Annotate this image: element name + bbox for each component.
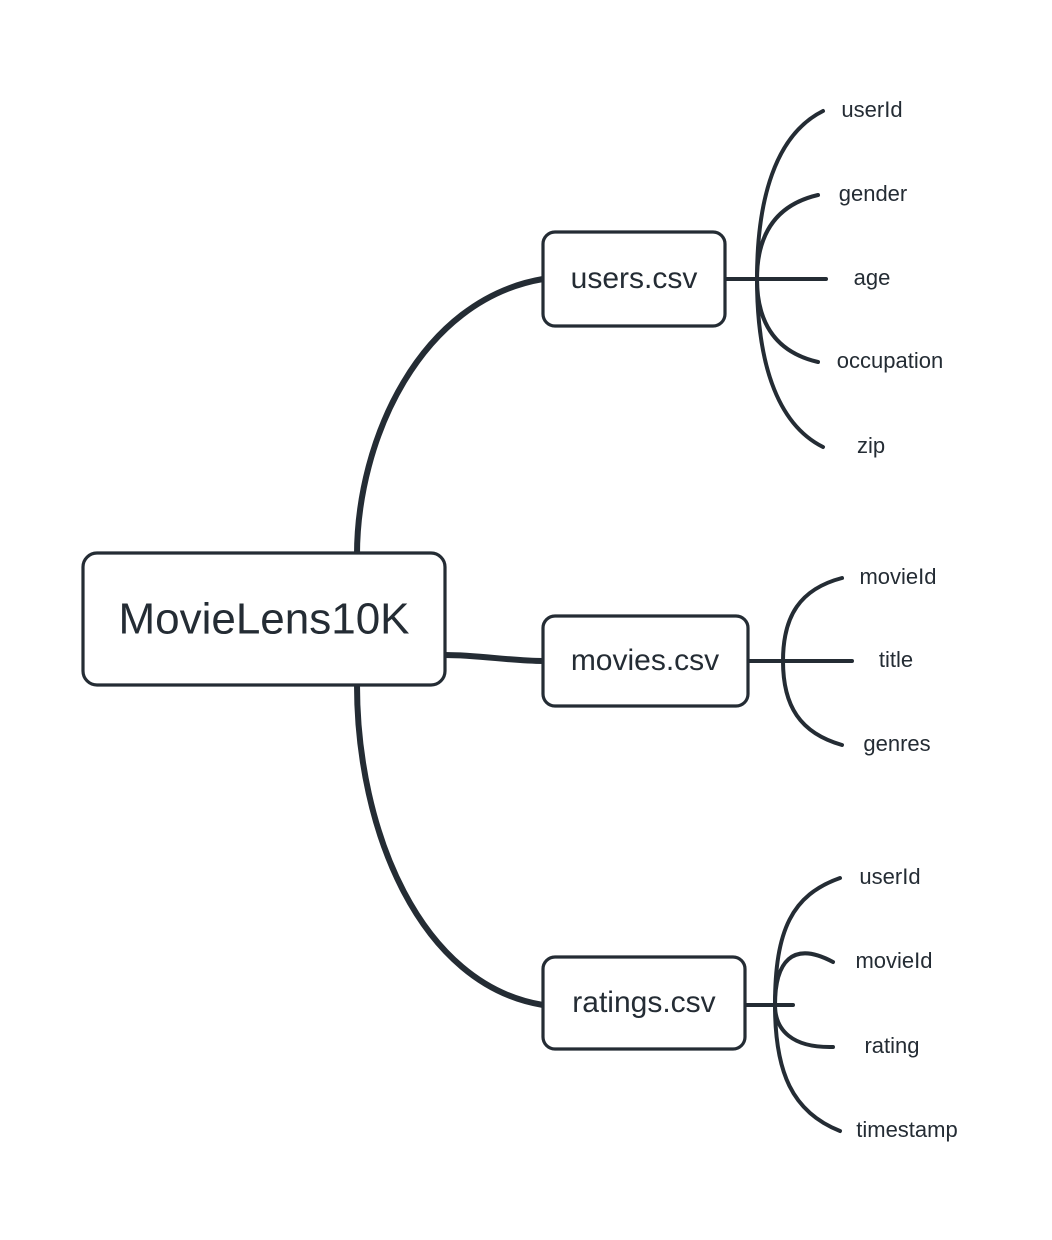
edge-root-to-ratings [354, 682, 546, 1008]
root-node-label: MovieLens10K [118, 595, 409, 644]
edge-movies-to-genres [781, 659, 844, 747]
leaf-label-movies-genres: genres [863, 731, 930, 756]
edge-users-to-userId [755, 109, 825, 281]
leaf-label-users-userId: userId [841, 97, 902, 122]
root-node-box[interactable] [81, 551, 447, 687]
leaf-label-ratings-movieId: movieId [855, 948, 932, 973]
branch-ratings-leaf-labels: userId movieId rating timestamp [855, 864, 957, 1142]
edge-users-to-gender [755, 193, 820, 281]
node-movies-csv[interactable]: movies.csv [541, 614, 750, 708]
edge-root-to-movies [442, 652, 546, 664]
node-users-csv[interactable]: users.csv [541, 230, 727, 328]
branch-users-edges [723, 109, 828, 449]
edge-ratings-to-userId [773, 876, 842, 1007]
node-root[interactable]: MovieLens10K [81, 551, 447, 687]
leaf-label-ratings-rating: rating [864, 1033, 919, 1058]
leaf-label-users-zip: zip [857, 433, 885, 458]
branch-ratings-edges [743, 876, 842, 1133]
users-node-label: users.csv [571, 262, 698, 295]
edge-ratings-to-rating [773, 1003, 835, 1050]
branch-movies-leaf-labels: movieId title genres [859, 564, 936, 756]
edge-users-to-zip [755, 277, 825, 449]
branch-users-leaf-labels: userId gender age occupation zip [837, 97, 943, 458]
branch-movies-edges [746, 576, 854, 747]
ratings-node-box[interactable] [541, 955, 747, 1051]
movies-node-box[interactable] [541, 614, 750, 708]
users-node-box[interactable] [541, 230, 727, 328]
leaf-label-users-age: age [854, 265, 891, 290]
leaf-label-ratings-userId: userId [859, 864, 920, 889]
edge-ratings-to-movieId [773, 951, 835, 1007]
leaf-label-users-occupation: occupation [837, 348, 943, 373]
movies-node-label: movies.csv [571, 644, 719, 677]
leaf-label-ratings-timestamp: timestamp [856, 1117, 957, 1142]
leaf-label-movies-movieId: movieId [859, 564, 936, 589]
node-ratings-csv[interactable]: ratings.csv [541, 955, 747, 1051]
trunk-edges [354, 276, 546, 1008]
edge-movies-to-movieId [781, 576, 844, 663]
edge-ratings-to-timestamp [773, 1003, 842, 1133]
edge-root-to-users [354, 276, 546, 558]
ratings-node-label: ratings.csv [572, 986, 715, 1019]
leaf-label-movies-title: title [879, 647, 913, 672]
leaf-label-users-gender: gender [839, 181, 908, 206]
edge-users-to-occupation [755, 277, 820, 364]
